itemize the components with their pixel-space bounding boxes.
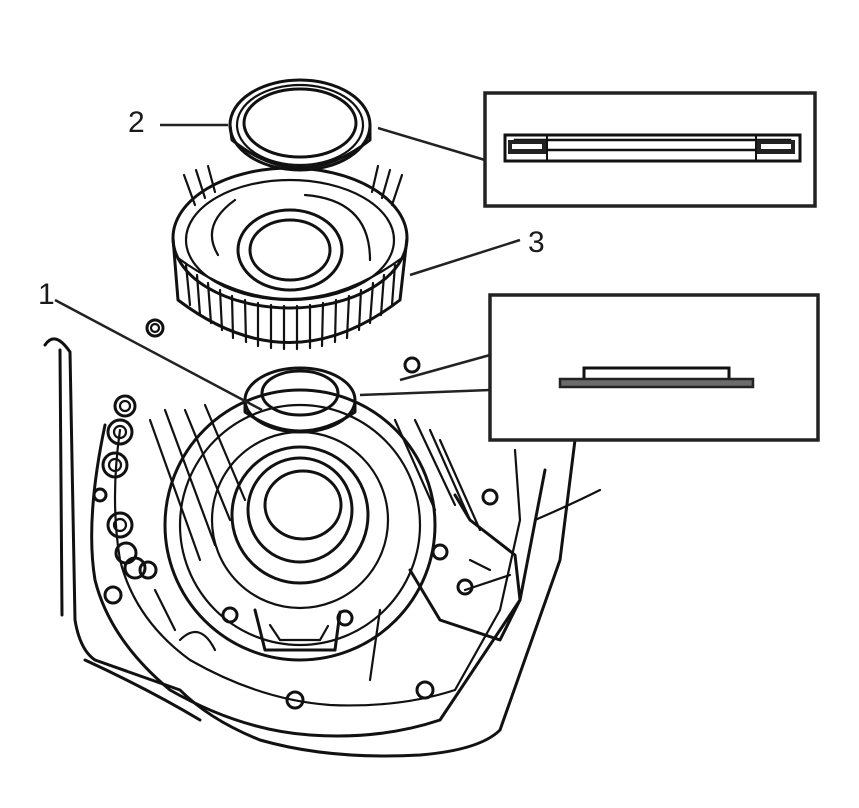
inset-middle-connector <box>359 388 491 397</box>
inset-middle-thrust-washer-section <box>488 293 820 442</box>
callout-label-3: 3 <box>528 226 545 259</box>
callout-label-1: 1 <box>38 278 55 311</box>
leader-line-3 <box>409 238 521 277</box>
leader-line-1 <box>54 298 263 412</box>
part-3-splined-drum <box>171 164 409 351</box>
transmission-case <box>43 318 602 758</box>
inset-top-thrust-bearing-section <box>483 91 817 208</box>
part-2-thrust-bearing <box>228 78 372 172</box>
callout-label-2: 2 <box>128 106 145 139</box>
inset-top-connector <box>377 126 486 162</box>
part-1-thrust-washer <box>243 366 357 434</box>
